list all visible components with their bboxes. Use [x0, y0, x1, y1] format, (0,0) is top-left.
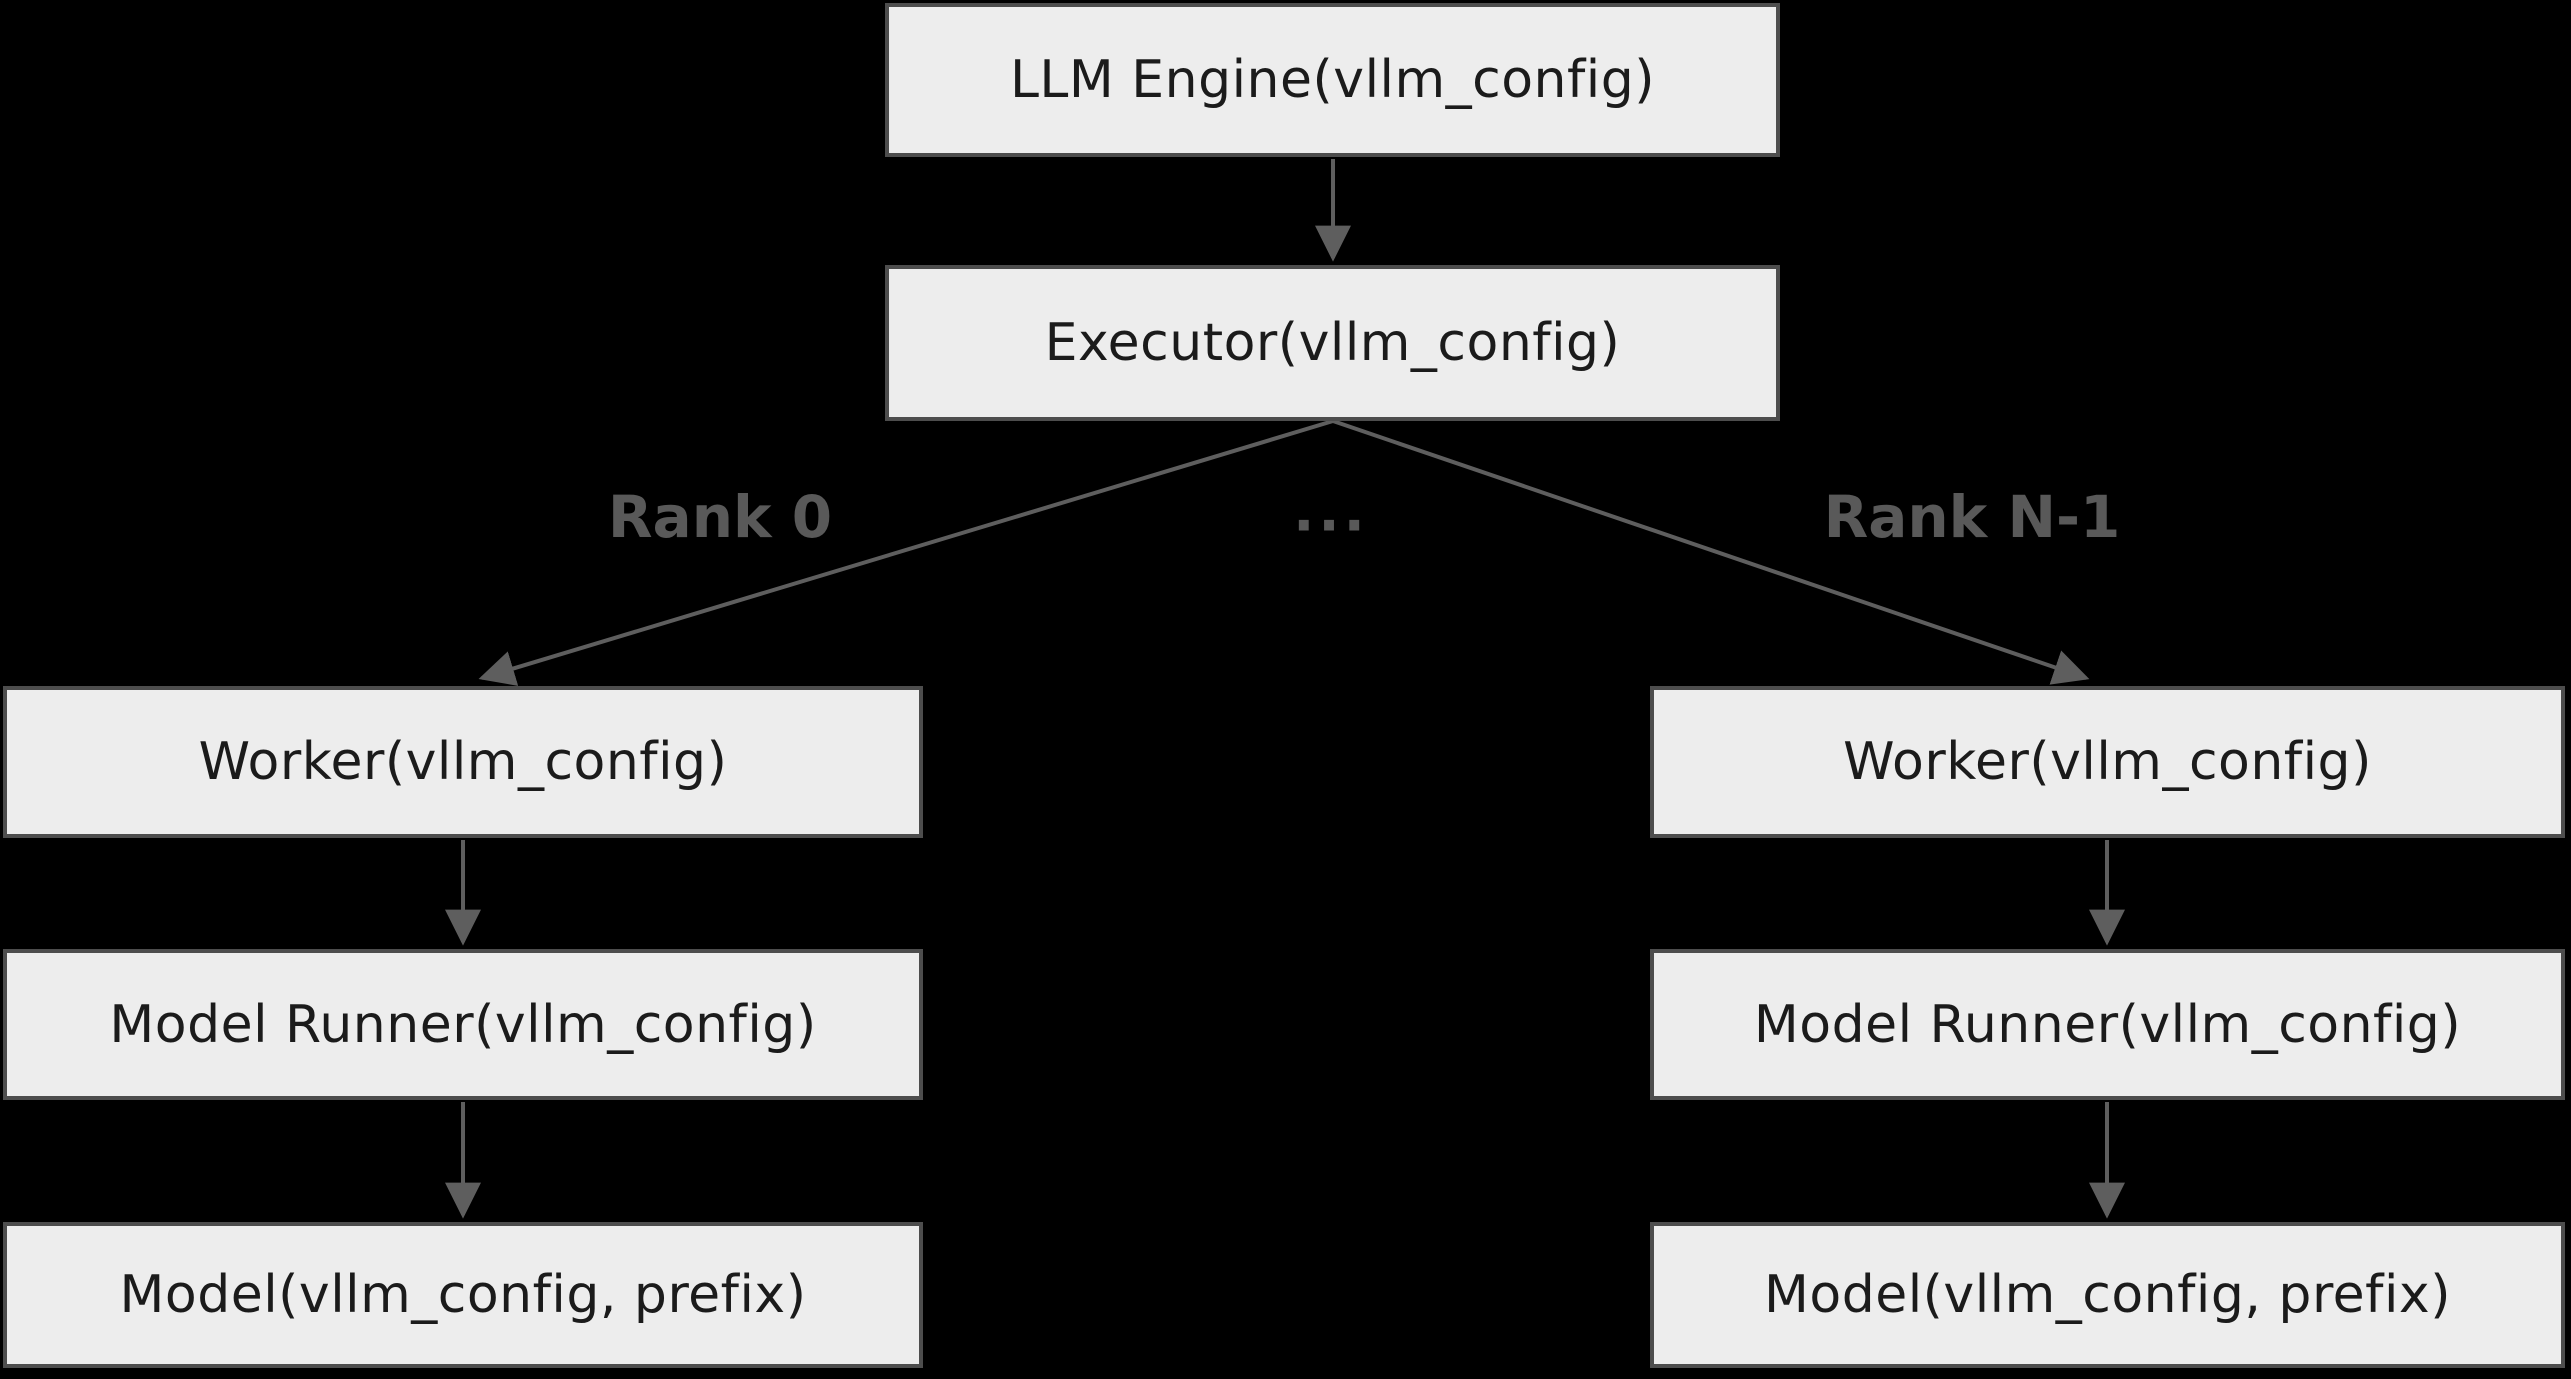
node-executor-label: Executor(vllm_config) — [1044, 313, 1621, 373]
edge-label-ellipsis: ... — [1293, 479, 1369, 545]
node-model-rank-0: Model(vllm_config, prefix) — [3, 1222, 923, 1368]
node-worker-rank-n-1: Worker(vllm_config) — [1650, 686, 2565, 838]
node-model-rank-0-label: Model(vllm_config, prefix) — [119, 1265, 807, 1325]
node-model-runner-rank-n-1-label: Model Runner(vllm_config) — [1753, 994, 2462, 1055]
node-worker-rank-0: Worker(vllm_config) — [3, 686, 923, 838]
node-model-runner-rank-n-1: Model Runner(vllm_config) — [1650, 949, 2565, 1100]
node-model-rank-n-1: Model(vllm_config, prefix) — [1650, 1222, 2565, 1368]
node-worker-rank-0-label: Worker(vllm_config) — [198, 732, 728, 792]
node-llm-engine-label: LLM Engine(vllm_config) — [1009, 50, 1656, 110]
edge-executor-to-worker-right — [1332, 419, 2090, 685]
node-executor: Executor(vllm_config) — [885, 265, 1780, 421]
node-llm-engine: LLM Engine(vllm_config) — [885, 3, 1780, 157]
edge-label-rank-0: Rank 0 — [607, 483, 833, 551]
edge-label-rank-n-1: Rank N-1 — [1823, 483, 2121, 551]
edge-executor-to-worker-left — [478, 419, 1334, 686]
node-worker-rank-n-1-label: Worker(vllm_config) — [1843, 732, 2372, 792]
node-model-runner-rank-0: Model Runner(vllm_config) — [3, 949, 923, 1100]
node-model-runner-rank-0-label: Model Runner(vllm_config) — [109, 994, 817, 1055]
node-model-rank-n-1-label: Model(vllm_config, prefix) — [1764, 1265, 2451, 1325]
